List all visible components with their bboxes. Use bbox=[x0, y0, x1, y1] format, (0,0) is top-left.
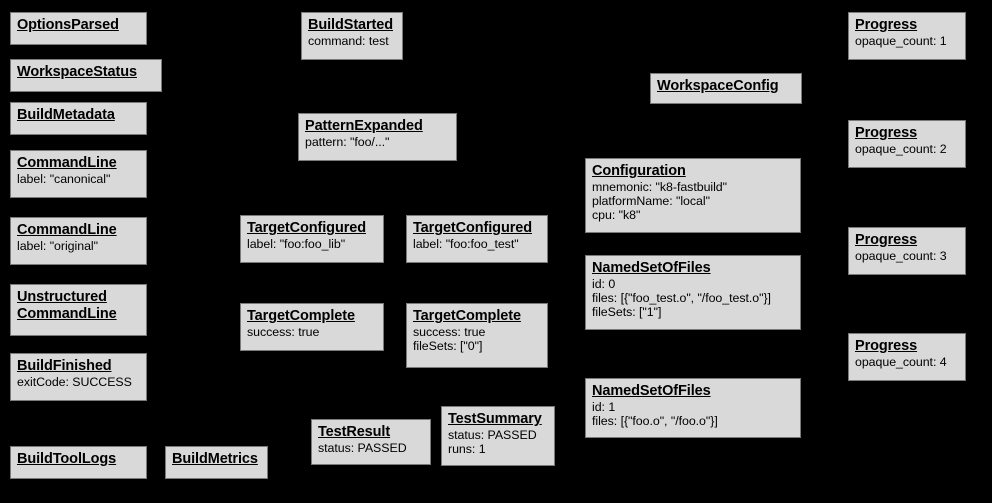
node-title: BuildFinished bbox=[17, 358, 112, 374]
node-fields: opaque_count: 3 bbox=[855, 249, 959, 264]
node-field: status: PASSED bbox=[448, 428, 537, 443]
node-field: files: [{"foo.o", "/foo.o"}] bbox=[592, 414, 718, 429]
node-fields: label: "canonical" bbox=[17, 172, 140, 187]
node-field: fileSets: ["0"] bbox=[413, 339, 483, 354]
node-title: CommandLine bbox=[17, 306, 117, 323]
node-title: OptionsParsed bbox=[17, 17, 119, 33]
node-title: Progress bbox=[855, 232, 918, 248]
node-title: WorkspaceStatus bbox=[17, 64, 137, 80]
node-title: Progress bbox=[855, 338, 918, 354]
node-title: WorkspaceConfig bbox=[657, 78, 779, 94]
node-field: label: "canonical" bbox=[17, 172, 111, 187]
node-fields: exitCode: SUCCESS bbox=[17, 375, 140, 390]
node-field: fileSets: ["1"] bbox=[592, 305, 662, 320]
node-field: exitCode: SUCCESS bbox=[17, 375, 132, 390]
node-field: label: "foo:foo_test" bbox=[413, 237, 519, 252]
node-title: BuildMetrics bbox=[172, 451, 258, 467]
node-field: success: true bbox=[247, 325, 320, 340]
node-field: pattern: "foo/..." bbox=[305, 135, 390, 150]
node-title: BuildStarted bbox=[308, 17, 394, 33]
node-title: BuildToolLogs bbox=[17, 451, 117, 467]
node-title: TargetComplete bbox=[413, 308, 521, 324]
node-title: BuildMetadata bbox=[17, 107, 115, 123]
node-fields: opaque_count: 2 bbox=[855, 142, 959, 157]
node-title: TargetConfigured bbox=[247, 220, 366, 236]
node-fields: success: true bbox=[247, 325, 377, 340]
node-build-metrics[interactable]: BuildMetrics bbox=[165, 446, 268, 479]
node-field: cpu: "k8" bbox=[592, 208, 641, 223]
node-field: opaque_count: 2 bbox=[855, 142, 947, 157]
node-workspace-status[interactable]: WorkspaceStatus bbox=[10, 59, 162, 92]
node-field: label: "foo:foo_lib" bbox=[247, 237, 346, 252]
node-fields: label: "foo:foo_lib" bbox=[247, 237, 377, 252]
node-workspace-config[interactable]: WorkspaceConfig bbox=[650, 73, 802, 104]
node-field: command: test bbox=[308, 34, 389, 49]
node-title: NamedSetOfFiles bbox=[592, 383, 711, 399]
node-fields: label: "foo:foo_test" bbox=[413, 237, 541, 252]
node-title: CommandLine bbox=[17, 155, 117, 171]
node-field: opaque_count: 4 bbox=[855, 355, 947, 370]
node-field: opaque_count: 1 bbox=[855, 34, 947, 49]
node-fields: command: test bbox=[308, 34, 396, 49]
node-field: status: PASSED bbox=[318, 441, 407, 456]
node-field: runs: 1 bbox=[448, 442, 486, 457]
node-field: platformName: "local" bbox=[592, 194, 710, 209]
node-title: CommandLine bbox=[17, 222, 117, 238]
node-fields: status: PASSED bbox=[318, 441, 424, 456]
node-title: PatternExpanded bbox=[305, 118, 423, 134]
node-title: Unstructured bbox=[17, 289, 107, 305]
node-field: id: 0 bbox=[592, 277, 616, 292]
node-title: Progress bbox=[855, 125, 918, 141]
node-build-tool-logs[interactable]: BuildToolLogs bbox=[10, 446, 147, 479]
node-fields: opaque_count: 4 bbox=[855, 355, 959, 370]
node-field: opaque_count: 3 bbox=[855, 249, 947, 264]
node-title: TargetComplete bbox=[247, 308, 355, 324]
node-field: label: "original" bbox=[17, 239, 98, 254]
node-fields: opaque_count: 1 bbox=[855, 34, 959, 49]
node-title: Configuration bbox=[592, 163, 686, 179]
node-field: files: [{"foo_test.o", "/foo_test.o"}] bbox=[592, 291, 771, 306]
node-field: mnemonic: "k8-fastbuild" bbox=[592, 180, 728, 195]
node-options-parsed[interactable]: OptionsParsed bbox=[10, 12, 147, 45]
node-title: TestSummary bbox=[448, 411, 542, 427]
node-fields: label: "original" bbox=[17, 239, 140, 254]
node-field: success: true bbox=[413, 325, 486, 340]
node-fields: mnemonic: "k8-fastbuild"platformName: "l… bbox=[592, 180, 794, 223]
node-title: NamedSetOfFiles bbox=[592, 260, 711, 276]
node-field: id: 1 bbox=[592, 400, 616, 415]
node-title: TestResult bbox=[318, 424, 391, 440]
node-title: Progress bbox=[855, 17, 918, 33]
node-title: TargetConfigured bbox=[413, 220, 532, 236]
node-fields: pattern: "foo/..." bbox=[305, 135, 450, 150]
node-build-metadata[interactable]: BuildMetadata bbox=[10, 102, 147, 135]
